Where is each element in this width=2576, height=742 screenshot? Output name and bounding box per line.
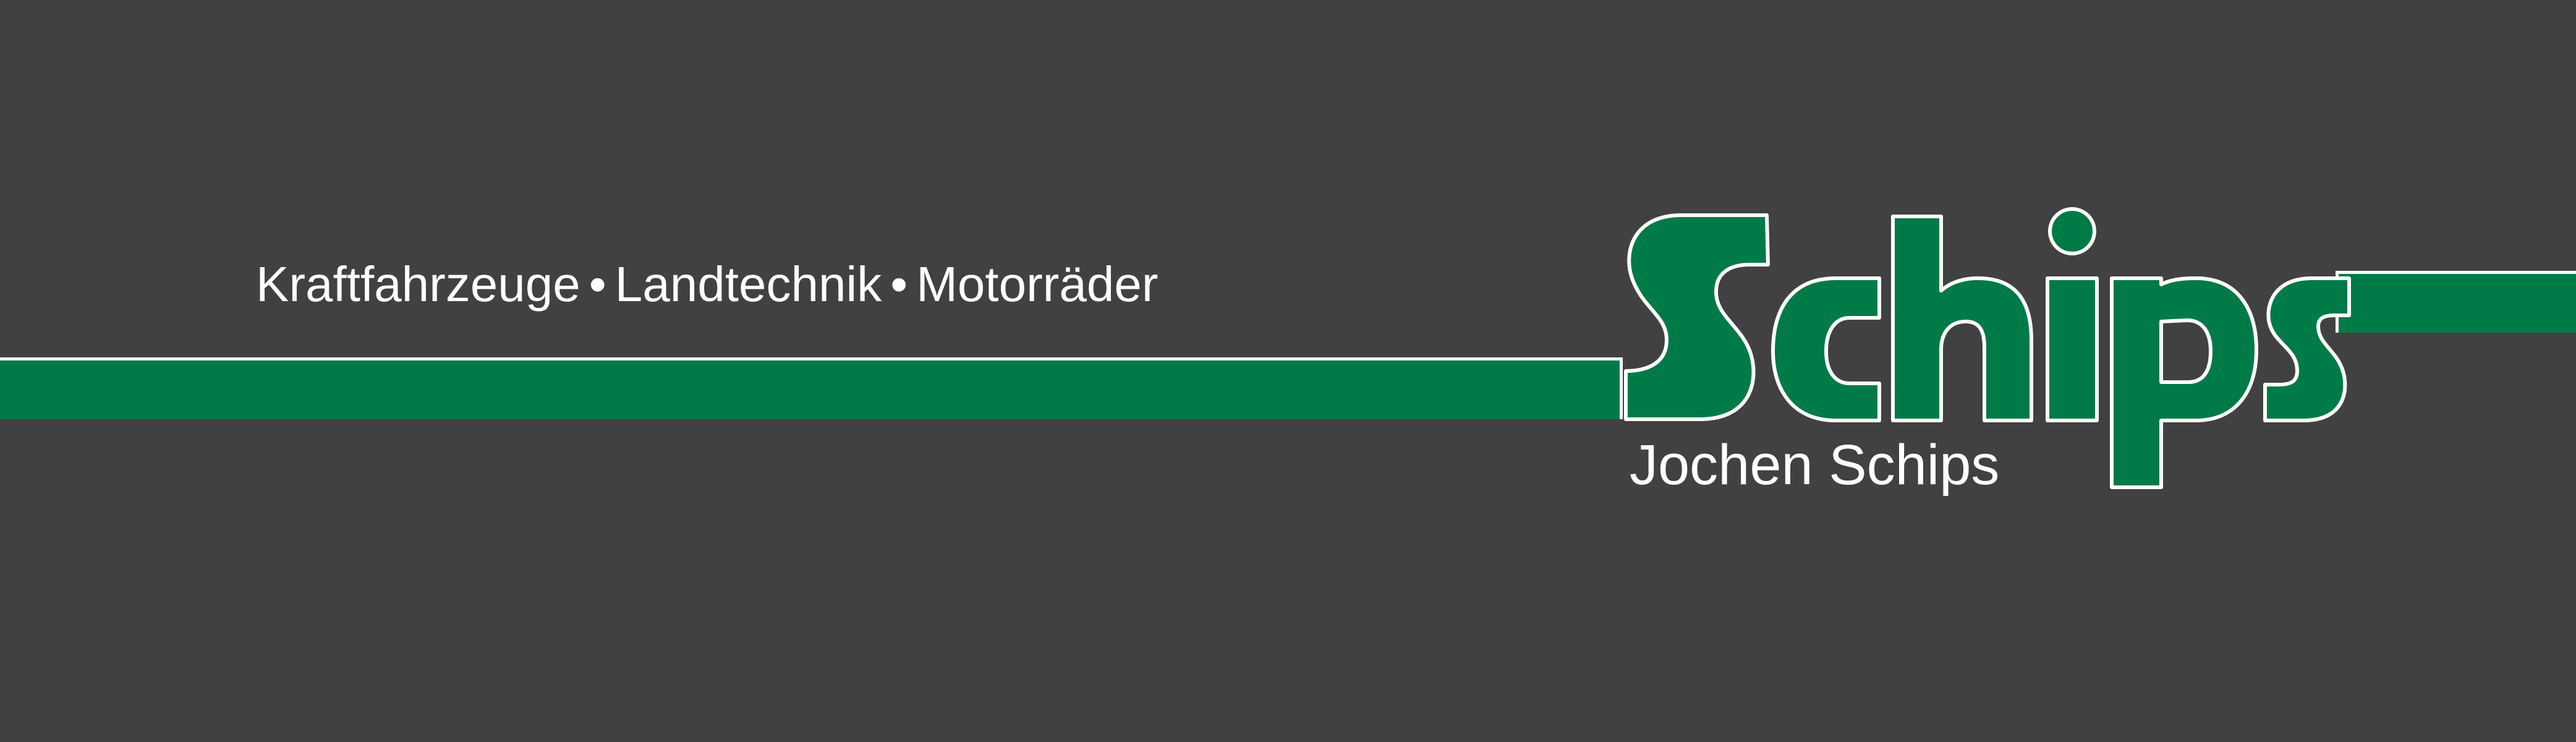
green-stripe-left <box>0 357 1623 419</box>
tagline-item-landtechnik: Landtechnik <box>614 257 882 312</box>
schips-wordmark-logo-icon <box>1624 207 2351 489</box>
owner-name: Jochen Schips <box>1630 433 2000 497</box>
tagline: Kraftfahrzeuge•Landtechnik•Motorräder <box>256 260 1158 309</box>
tagline-item-kraftfahrzeuge: Kraftfahrzeuge <box>256 257 580 312</box>
schips-logo <box>1607 186 2361 507</box>
tagline-separator: • <box>589 257 606 312</box>
green-stripe-right <box>2336 271 2576 333</box>
tagline-separator: • <box>890 257 908 312</box>
tagline-item-motorraeder: Motorräder <box>916 257 1158 312</box>
